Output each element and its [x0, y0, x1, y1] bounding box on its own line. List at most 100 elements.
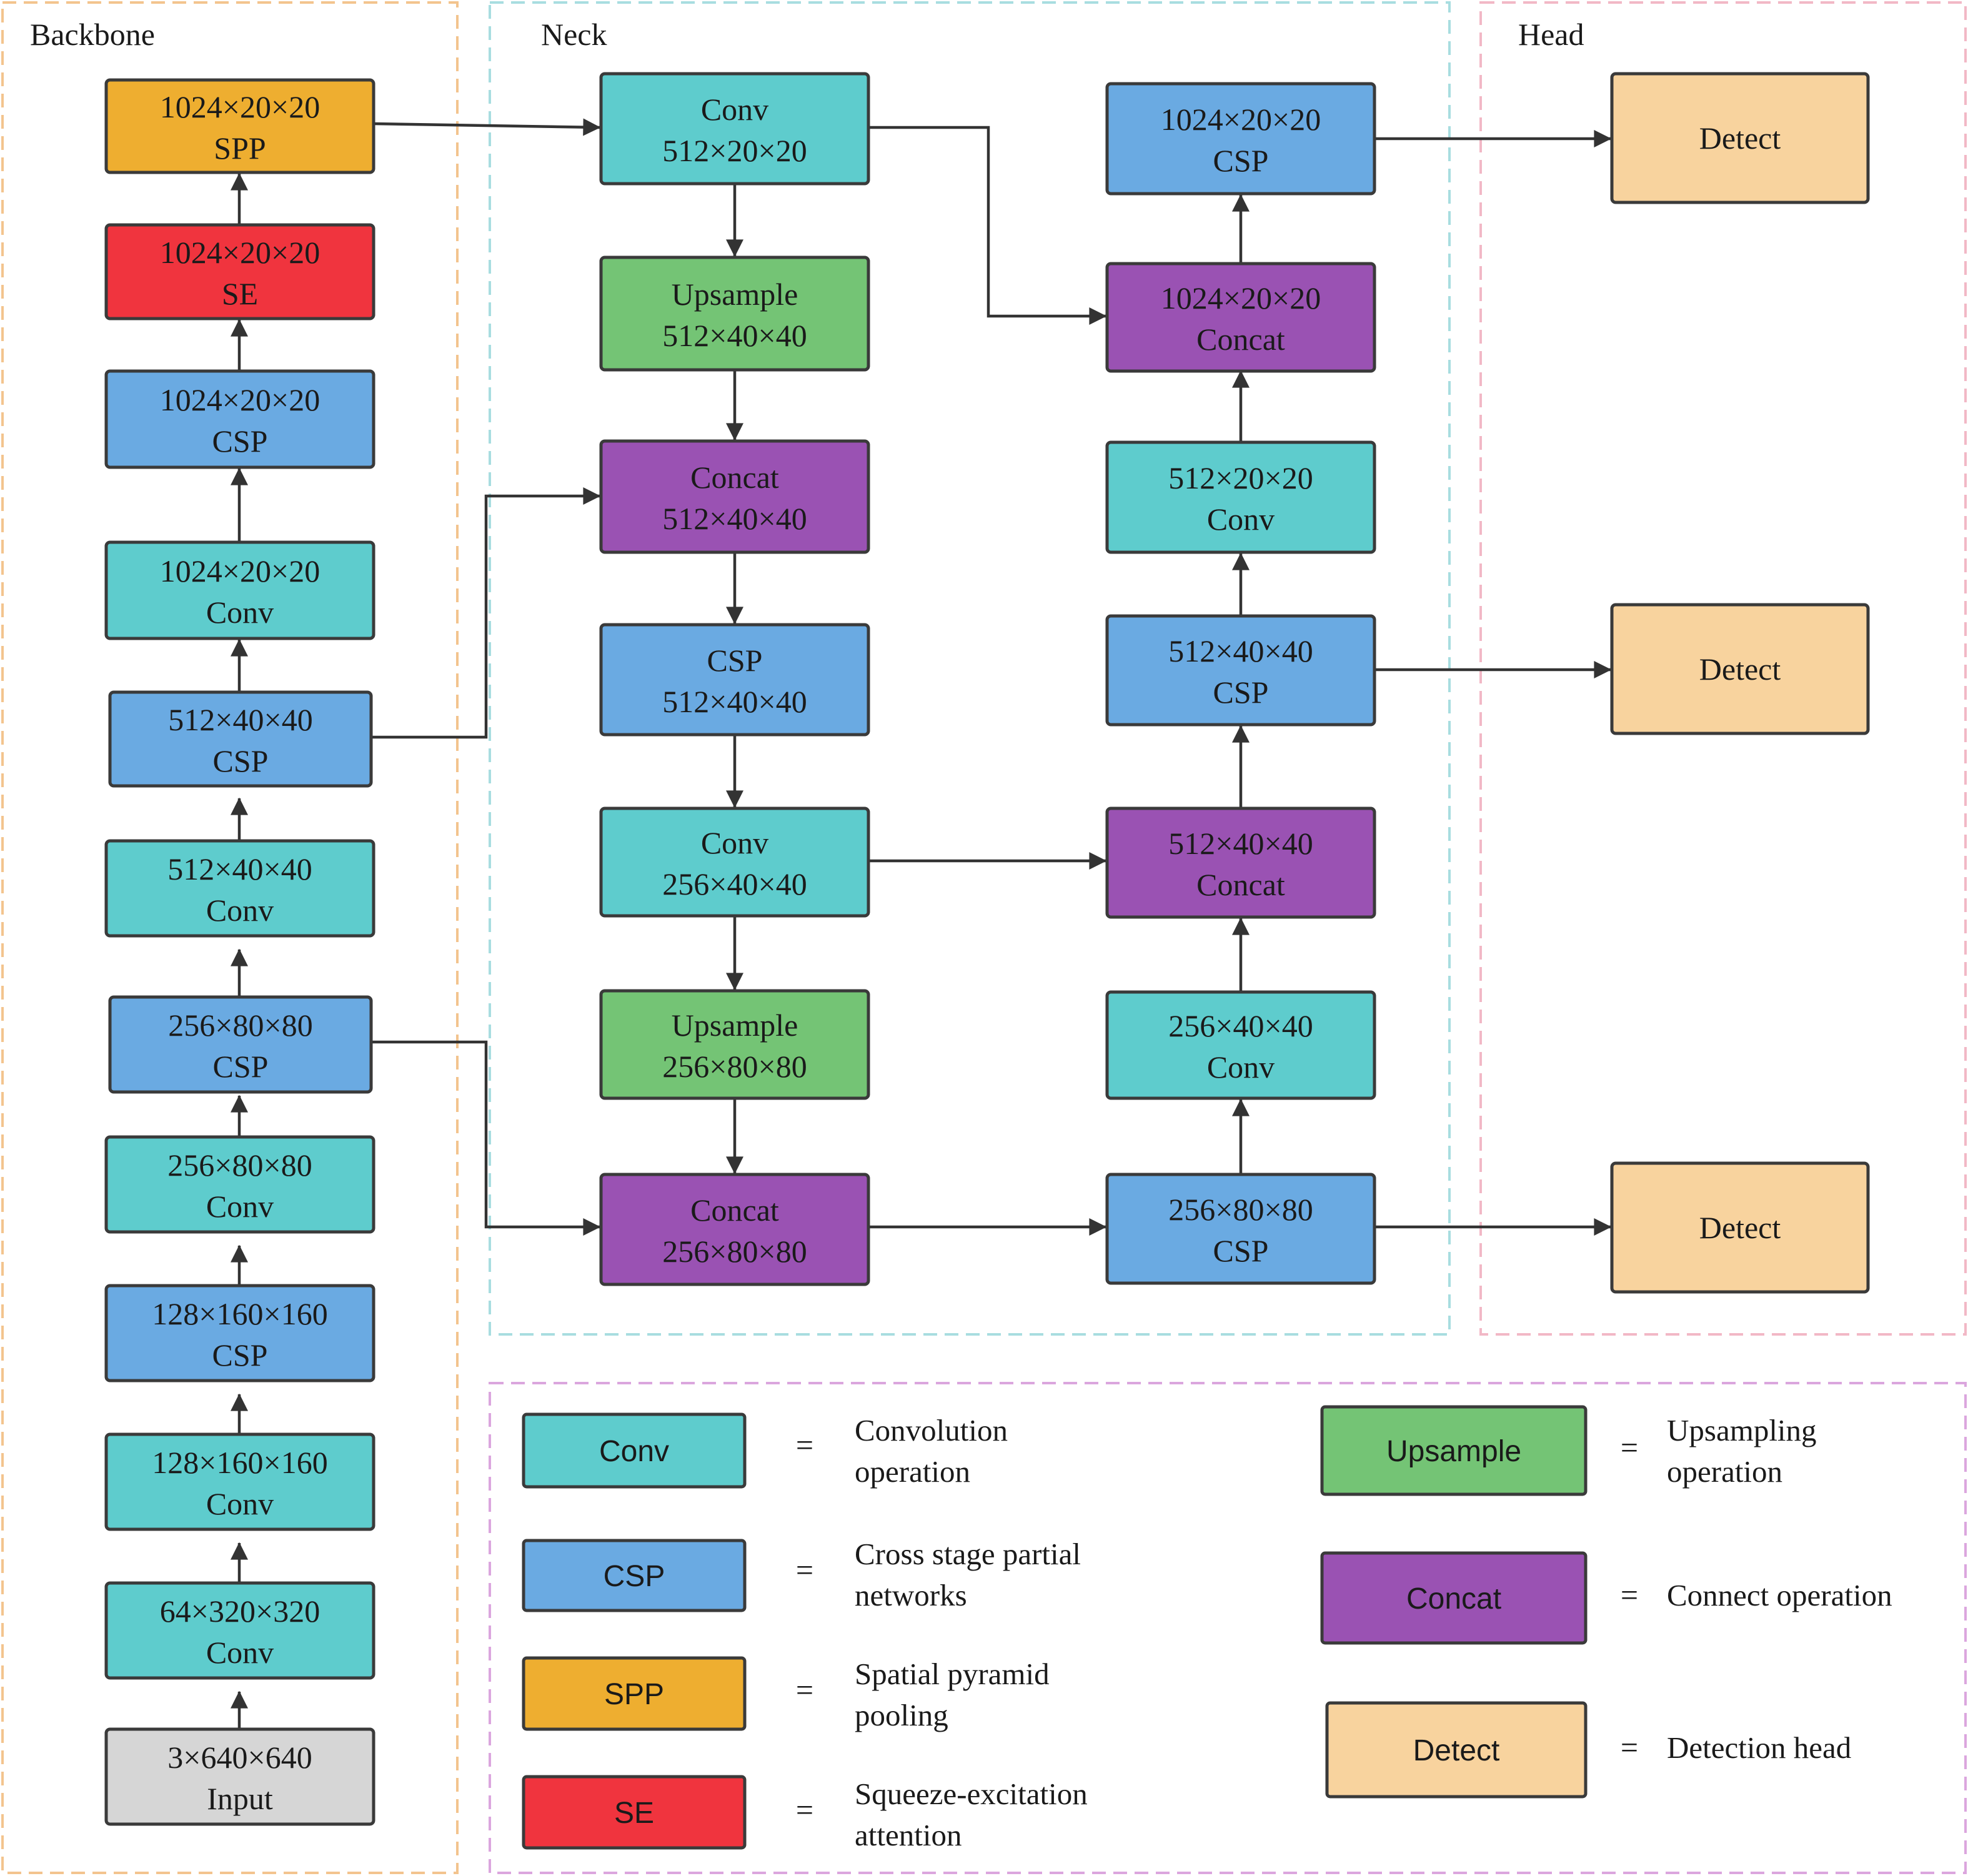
connections: [231, 118, 1612, 1728]
legend-equals: =: [796, 1672, 813, 1707]
block-box: [599, 1173, 870, 1286]
block-label-bottom: CSP: [1213, 1233, 1269, 1268]
block-label-bottom: CSP: [1213, 143, 1269, 178]
legend-equals: =: [796, 1552, 813, 1587]
legend-description-line1: Spatial pyramid: [855, 1657, 1050, 1691]
legend-equals: =: [1621, 1430, 1638, 1465]
block-label-bottom: 512×40×40: [662, 501, 807, 536]
legend-equals: =: [1621, 1577, 1638, 1612]
block-label-bottom: SE: [222, 276, 258, 311]
block-label-top: 512×40×40: [168, 702, 312, 737]
block-label-top: 1024×20×20: [160, 553, 320, 588]
block-hd-detect-3: Detect: [1610, 1161, 1870, 1294]
block-label-top: 1024×20×20: [160, 235, 320, 270]
block-box: [104, 1581, 375, 1680]
legend-swatch: [522, 1775, 747, 1850]
legend-equals: =: [796, 1792, 813, 1827]
block-box: [104, 1284, 375, 1382]
block-label-bottom: CSP: [213, 1049, 269, 1084]
block-box: [108, 690, 373, 788]
legend-swatch: [522, 1656, 747, 1731]
legend-swatch-label: CSP: [604, 1560, 665, 1593]
edge-backbone-csp-256-to-concat-256: [371, 1040, 601, 1236]
block-hd-detect-2: Detect: [1610, 603, 1870, 735]
legend-description-line2: attention: [855, 1818, 962, 1852]
block-box: [104, 839, 375, 938]
legend-swatch: [1325, 1701, 1588, 1799]
legend-description-line2: operation: [855, 1454, 970, 1489]
block-label-top: 256×80×80: [167, 1148, 312, 1183]
legend-item-detect: Detect=Detection head: [1325, 1701, 1851, 1799]
block-box: [104, 1432, 375, 1531]
legend-description-line1: Connect operation: [1667, 1578, 1892, 1612]
block-label-top: 3×640×640: [167, 1740, 312, 1775]
legend-description-line2: pooling: [855, 1698, 948, 1732]
block-label-bottom: Conv: [1207, 1050, 1275, 1084]
legend-swatch-label: Detect: [1413, 1734, 1500, 1767]
legend-description-line1: Detection head: [1667, 1730, 1851, 1765]
block-box: [599, 989, 870, 1100]
block-box: [1105, 614, 1376, 727]
legend-swatch-label: Concat: [1406, 1582, 1501, 1615]
block-box: [599, 256, 870, 372]
block-label-top: 512×40×40: [167, 851, 312, 886]
block-label-bottom: Concat: [1196, 322, 1285, 357]
block-label-top: 1024×20×20: [160, 382, 320, 417]
block-label: Detect: [1699, 121, 1781, 156]
block-label-bottom: Conv: [206, 595, 274, 630]
block-label-top: Upsample: [672, 277, 798, 312]
block-label-top: Upsample: [672, 1008, 798, 1043]
block-label-bottom: Conv: [206, 1635, 274, 1670]
backbone-title: Backbone: [30, 17, 155, 52]
legend-description-line1: Upsampling: [1667, 1413, 1817, 1447]
backbone-frame: [1, 1, 459, 1874]
block-box: [104, 78, 375, 174]
blocks: 1024×20×20SPP1024×20×20SE1024×20×20CSP10…: [104, 72, 1870, 1826]
block-label-bottom: CSP: [213, 743, 269, 778]
block-box: [104, 369, 375, 469]
block-box: [1610, 72, 1870, 204]
block-label-bottom: Conv: [206, 1486, 274, 1521]
legend-description-line1: Squeeze-excitation: [855, 1777, 1088, 1811]
block-label-bottom: Concat: [1196, 867, 1285, 902]
block-label-top: 512×20×20: [1168, 460, 1313, 495]
head-title: Head: [1518, 17, 1584, 52]
block-box: [1105, 82, 1376, 196]
block-label-top: Conv: [701, 92, 768, 127]
legend-description-line1: Convolution: [855, 1413, 1008, 1447]
block-label-top: 1024×20×20: [1161, 102, 1321, 137]
block-box: [599, 72, 870, 186]
block-label-bottom: Conv: [206, 1189, 274, 1224]
block-label-bottom: CSP: [1213, 675, 1269, 710]
legend-item-concat: Concat = Connect operation: [1320, 1551, 1892, 1645]
edge-spp-to-neck-conv: [373, 118, 601, 136]
block-label-bottom: CSP: [212, 424, 268, 459]
block-label-top: Conv: [701, 825, 768, 860]
block-label-bottom: 512×40×40: [662, 684, 807, 719]
block-label-bottom: CSP: [212, 1338, 268, 1372]
head-frame: [1479, 1, 1967, 1336]
block-label-top: Concat: [690, 1193, 779, 1228]
